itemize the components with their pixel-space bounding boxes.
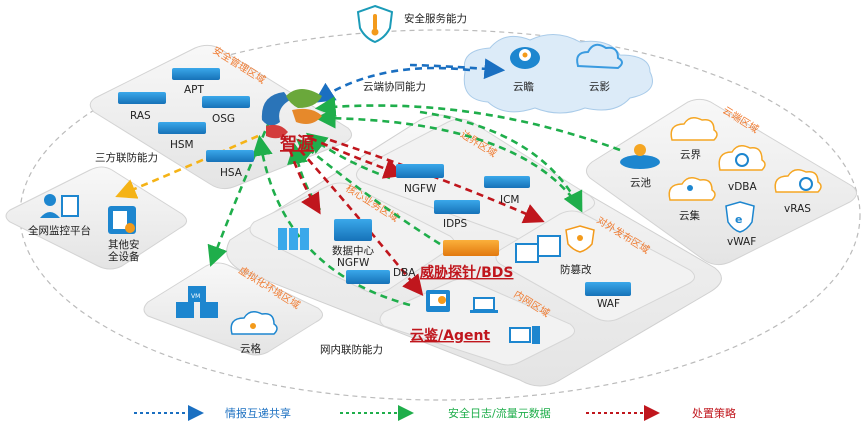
web-server-icon [515,235,561,263]
arrow-policy-icm [329,138,545,224]
laptop-icon [470,297,498,313]
vm-label: VM [191,293,200,300]
yunying-icon [576,43,623,70]
third-party-capability: 三方联防能力 [95,151,158,164]
device-label-osg: OSG [212,113,235,125]
device-label-idps: IDPS [443,218,468,230]
arrow-log-virtual [207,119,272,267]
anti-tamper-icon [565,225,595,253]
vdba-icon [718,145,766,171]
vras-icon [774,169,822,193]
legend-label-policy: 处置策略 [692,406,736,420]
device-label-waf: WAF [597,298,620,310]
device-label-ngfw: NGFW [404,183,437,195]
third-item-other-line1: 其他安 [108,238,140,251]
device-label-hsm: HSM [170,139,194,151]
cloud-item-yunzhan: 云瞻 [513,80,534,93]
zhiyuan-logo [261,89,322,139]
device-label-hsa: HSA [220,167,243,179]
yunjie-icon [670,117,718,141]
device-hsm [158,122,206,134]
cloud-zone-item-yunjie: 云界 [680,149,701,161]
device-apt [172,68,220,80]
third-item-monitor: 全网监控平台 [28,224,91,237]
desktop-icon [509,326,540,344]
monitor-platform-icon [40,194,79,218]
intranet-capability: 网内联防能力 [320,343,383,356]
vm-cluster-icon: VM [176,286,218,318]
yunzhan-icon [510,47,540,69]
arrow-log-agent [252,134,411,307]
yunchi-icon [620,144,660,169]
legend-label-intel: 情报互递共享 [225,406,291,420]
arrow-log-publish-down [419,110,583,213]
device-icm [484,176,530,188]
device-waf [585,282,631,296]
cloud-zone-item-vdba: vDBA [728,181,758,193]
arrow-policy-ngfw [309,136,405,179]
svg-text:e: e [735,213,742,226]
device-ngfw-border [396,164,444,178]
device-label-dc-line1: 数据中心 [332,244,374,257]
yunge-icon [230,311,278,335]
third-item-other-line2: 全设备 [108,250,140,263]
device-dba [346,270,390,284]
orbit-ring [19,29,861,401]
shield-360-icon [356,4,394,44]
legend: 情报互递共享 安全日志/流量元数据 处置策略 [134,405,736,421]
agent-pc-icon [426,290,450,312]
virtual-item-yunge: 云格 [240,342,261,355]
device-idps [434,200,480,214]
arrow-thirdparty [115,134,259,199]
arrow-log-idps [295,138,441,246]
device-label-dc-line2: NGFW [337,257,370,269]
arrow-log-cloudzone [314,96,621,152]
cloud-service-shape [463,34,653,114]
device-label-dba: DBA [393,267,416,279]
server-rack-icon [278,228,309,250]
cloud-zone-item-yunchi: 云池 [630,176,651,189]
device-label-icm: ICM [500,194,520,206]
cloud-link-label: 云端协同能力 [363,80,426,93]
device-ras [118,92,166,104]
yunji-icon [668,177,716,201]
arrow-log-ngfw [305,132,391,180]
zone-security-mgmt [89,44,352,190]
device-label-apt: APT [184,84,205,96]
zone-cloud [586,98,857,266]
zone-third-party [5,166,187,270]
device-threat-probe [443,240,499,256]
threat-probe-label: 威胁探针/BDS [420,264,514,281]
device-hsa [206,150,254,162]
cloud-zone-item-yunji: 云集 [679,209,700,222]
arrow-policy-core [288,149,321,215]
device-label-ras: RAS [130,110,151,122]
device-label-anti-tamper: 防篡改 [560,263,592,276]
arrow-log-publish [314,107,582,209]
device-dc-ngfw [334,219,372,241]
legend-label-log: 安全日志/流量元数据 [448,406,551,420]
arrow-intel-zhiyuan-to-cloud [409,58,506,80]
other-device-icon [108,206,136,234]
cloud-zone-item-vwaf: vWAF [727,236,756,248]
top-capability-label: 安全服务能力 [404,12,467,25]
cloud-item-yunying: 云影 [589,80,610,93]
agent-label: 云鉴/Agent [410,327,490,344]
vwaf-icon: e [725,201,755,233]
device-osg [202,96,250,108]
cloud-zone-item-vras: vRAS [784,203,811,215]
zhiyuan-label: 智源 [280,133,314,154]
